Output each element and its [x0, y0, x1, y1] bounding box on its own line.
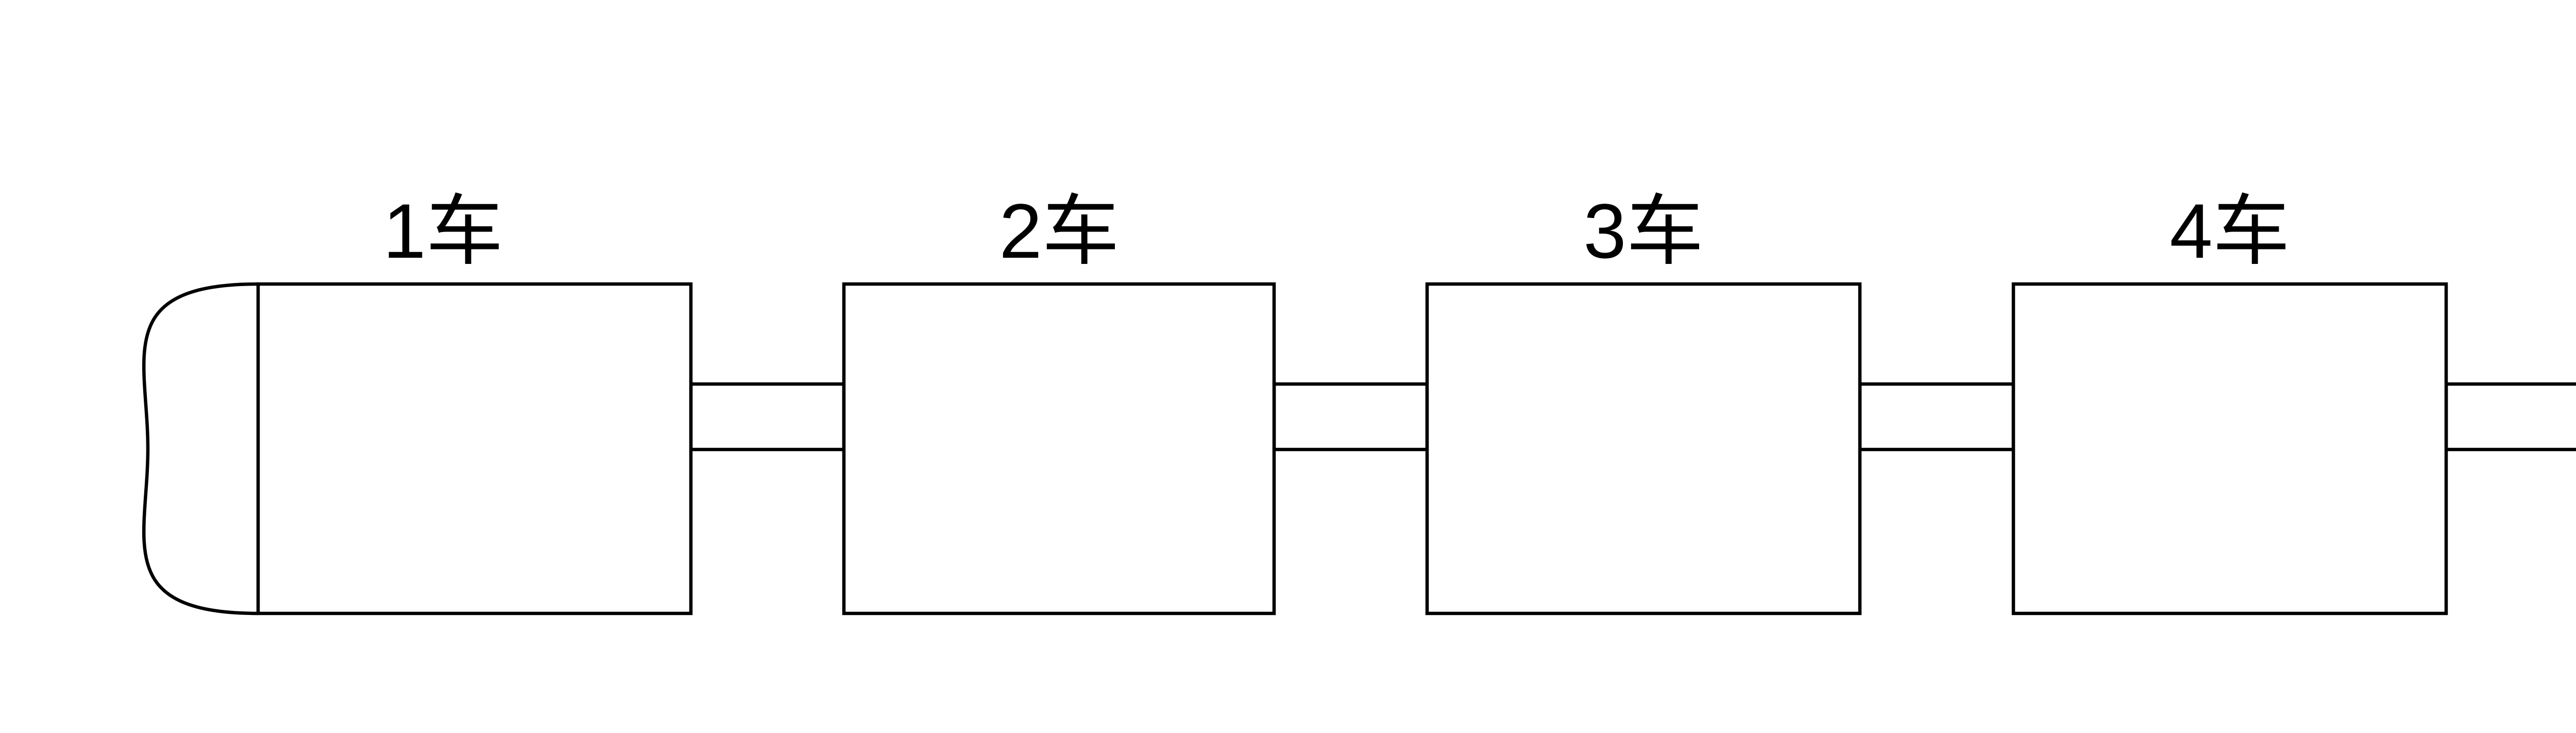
coupler-3-4 [1858, 382, 2015, 452]
car-body-4[interactable] [2011, 282, 2448, 615]
car-body-2[interactable] [842, 282, 1276, 615]
coupler-2-3 [1272, 382, 1429, 452]
coupler-group [689, 382, 2576, 452]
coupler-1-2 [689, 382, 846, 452]
car-body-group [256, 282, 2448, 615]
nose-front [142, 282, 259, 615]
car-label-1: 1车 [383, 188, 503, 274]
car-label-group: 1车 2车 3车 4车 5车 6车 [383, 188, 2290, 274]
car-body-3[interactable] [1425, 282, 1862, 615]
car-body-1[interactable] [256, 282, 693, 615]
nose-front-shell [142, 282, 259, 615]
car-label-2: 2车 [999, 188, 1119, 274]
car-label-4: 4车 [2170, 188, 2290, 274]
car-label-3: 3车 [1583, 188, 1703, 274]
coupler-4-5 [2444, 382, 2576, 452]
